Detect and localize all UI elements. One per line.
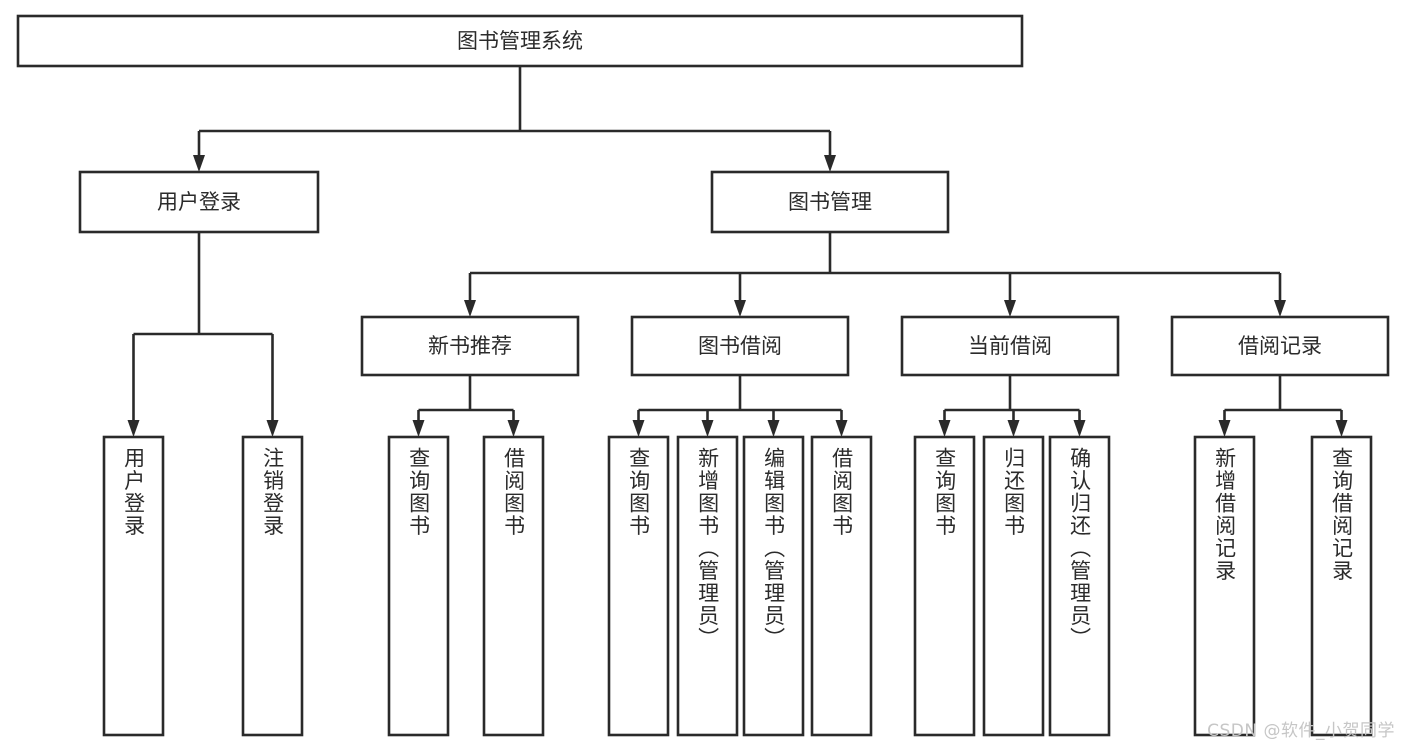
arrow-head-icon [1335, 420, 1348, 437]
arrow-head-icon [127, 420, 140, 437]
node-leaf-query-book-3[interactable] [913, 435, 976, 737]
arrow-head-icon [824, 155, 836, 172]
arrow-head-icon [1218, 420, 1231, 437]
node-box [1170, 315, 1390, 377]
node-label: 图书管理系统 [457, 29, 583, 53]
node-current-borrow[interactable]: 当前借阅 [900, 315, 1120, 377]
node-leaf-borrow-book-1[interactable] [482, 435, 545, 737]
edge-group-root [193, 66, 836, 172]
node-leaf-return-book[interactable] [982, 435, 1045, 737]
node-box [982, 435, 1045, 737]
node-leaf-query-record[interactable] [1310, 435, 1373, 737]
node-leaf-user-login[interactable] [102, 435, 165, 737]
node-label: 用户登录 [157, 190, 241, 214]
node-label: 图书借阅 [698, 334, 782, 358]
arrow-head-icon [1004, 300, 1016, 317]
arrow-head-icon [767, 420, 780, 437]
node-box [360, 315, 580, 377]
connectors-layer [127, 66, 1348, 437]
arrow-head-icon [464, 300, 476, 317]
node-book-manage[interactable]: 图书管理 [710, 170, 950, 234]
node-new-book-rec[interactable]: 新书推荐 [360, 315, 580, 377]
node-leaf-query-book-2[interactable] [607, 435, 670, 737]
arrow-head-icon [1073, 420, 1086, 437]
node-leaf-add-record[interactable] [1193, 435, 1256, 737]
arrow-head-icon [1007, 420, 1020, 437]
node-box [241, 435, 304, 737]
arrow-head-icon [507, 420, 520, 437]
arrow-head-icon [835, 420, 848, 437]
arrow-head-icon [938, 420, 951, 437]
node-label: 当前借阅 [968, 334, 1052, 358]
node-box [630, 315, 850, 377]
node-leaf-add-book[interactable] [676, 435, 739, 737]
node-box [1193, 435, 1256, 737]
node-box [102, 435, 165, 737]
node-leaf-edit-book[interactable] [742, 435, 805, 737]
node-box [742, 435, 805, 737]
node-label: 图书管理 [788, 190, 872, 214]
edge-group-current-borrow [938, 375, 1086, 437]
arrow-head-icon [266, 420, 279, 437]
node-borrow-record[interactable]: 借阅记录 [1170, 315, 1390, 377]
node-box [387, 435, 450, 737]
edge-group-book-borrow [632, 375, 848, 437]
node-box [482, 435, 545, 737]
node-box [900, 315, 1120, 377]
arrow-head-icon [193, 155, 205, 172]
node-user-login[interactable]: 用户登录 [78, 170, 320, 234]
node-leaf-confirm-return[interactable] [1048, 435, 1111, 737]
edge-group-borrow-record [1218, 375, 1348, 437]
watermark-text: CSDN @软件_小贺同学 [1207, 721, 1395, 741]
edge-group-new-book-rec [412, 375, 520, 437]
arrow-head-icon [734, 300, 746, 317]
node-leaf-logout[interactable] [241, 435, 304, 737]
arrow-head-icon [1274, 300, 1286, 317]
node-box [710, 170, 950, 234]
node-book-borrow[interactable]: 图书借阅 [630, 315, 850, 377]
node-box [16, 14, 1024, 68]
node-box [810, 435, 873, 737]
node-box [676, 435, 739, 737]
node-leaf-query-book-1[interactable] [387, 435, 450, 737]
edge-group-book-manage [464, 232, 1286, 317]
arrow-head-icon [412, 420, 425, 437]
node-label: 借阅记录 [1238, 334, 1322, 358]
node-box [78, 170, 320, 234]
node-label: 新书推荐 [428, 334, 512, 358]
node-box [913, 435, 976, 737]
node-leaf-borrow-book-2[interactable] [810, 435, 873, 737]
arrow-head-icon [632, 420, 645, 437]
node-root[interactable]: 图书管理系统 [16, 14, 1024, 68]
arrow-head-icon [701, 420, 714, 437]
node-box [607, 435, 670, 737]
node-box [1048, 435, 1111, 737]
edge-group-user-login [127, 232, 279, 437]
node-box [1310, 435, 1373, 737]
